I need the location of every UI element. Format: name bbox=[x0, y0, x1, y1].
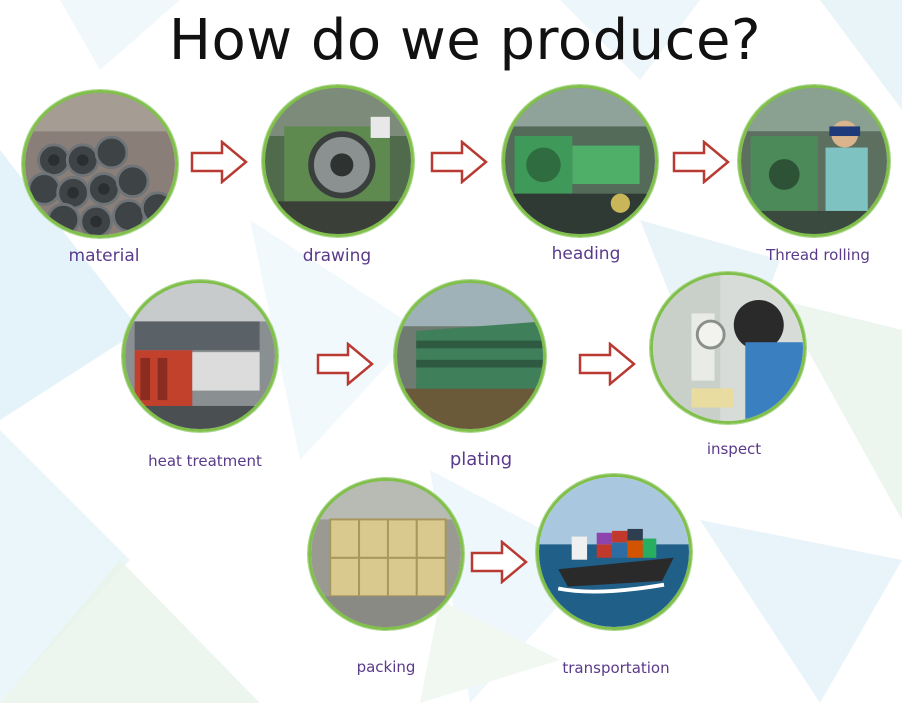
step-packing-photo bbox=[308, 478, 464, 630]
flow-arrow-3 bbox=[672, 140, 730, 184]
page-title: How do we produce? bbox=[168, 8, 762, 73]
flow-arrow-2 bbox=[430, 140, 488, 184]
flow-arrow-5 bbox=[578, 342, 636, 386]
step-plating-photo bbox=[394, 280, 546, 432]
right-arrow-icon bbox=[672, 140, 730, 184]
step-drawing-label: drawing bbox=[302, 246, 372, 266]
step-plating-label: plating bbox=[449, 449, 513, 470]
step-material-label: material bbox=[68, 246, 140, 266]
flow-arrow-4 bbox=[316, 342, 374, 386]
right-arrow-icon bbox=[316, 342, 374, 386]
step-thread-rolling-label: Thread rolling bbox=[766, 246, 870, 264]
step-thread-rolling-photo bbox=[738, 85, 890, 237]
microscope-inspection-icon bbox=[653, 275, 803, 421]
pallet-boxes-icon bbox=[311, 481, 461, 627]
step-transportation-label: transportation bbox=[562, 659, 670, 677]
step-heading-label: heading bbox=[551, 244, 621, 264]
step-transportation-photo bbox=[536, 474, 692, 630]
right-arrow-icon bbox=[190, 140, 248, 184]
drawing-machine-icon bbox=[265, 88, 411, 234]
step-heat-treatment-photo bbox=[122, 280, 278, 432]
step-inspect-photo bbox=[650, 272, 806, 424]
thread-rolling-worker-icon bbox=[741, 88, 887, 234]
step-packing-label: packing bbox=[356, 658, 416, 676]
flow-arrow-6 bbox=[470, 540, 528, 584]
heading-machine-icon bbox=[505, 88, 655, 234]
right-arrow-icon bbox=[578, 342, 636, 386]
right-arrow-icon bbox=[470, 540, 528, 584]
step-heat-treatment-label: heat treatment bbox=[148, 452, 262, 470]
plating-tank-icon bbox=[397, 283, 543, 429]
step-drawing-photo bbox=[262, 85, 414, 237]
furnace-icon bbox=[125, 283, 275, 429]
step-heading-photo bbox=[502, 85, 658, 237]
cargo-ship-icon bbox=[539, 477, 689, 627]
step-inspect-label: inspect bbox=[706, 440, 762, 458]
flow-arrow-1 bbox=[190, 140, 248, 184]
right-arrow-icon bbox=[430, 140, 488, 184]
wire-coil-icon bbox=[25, 93, 175, 235]
step-material-photo bbox=[22, 90, 178, 238]
